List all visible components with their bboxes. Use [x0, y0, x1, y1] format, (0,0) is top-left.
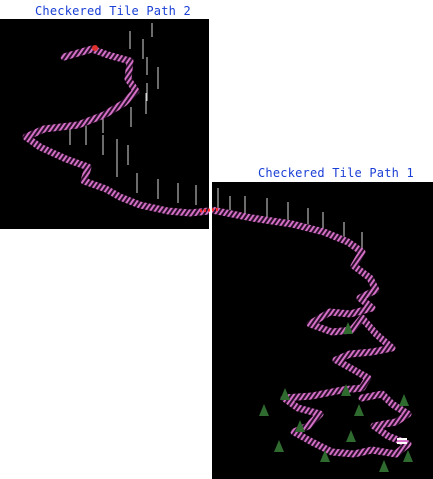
- pine-tree-icon: [343, 322, 353, 334]
- checkered-path-1: [212, 206, 412, 458]
- vehicle-icon: [397, 438, 407, 444]
- pine-tree-icon: [295, 420, 305, 432]
- pine-tree-icon: [341, 384, 351, 396]
- scene-path-2: [22, 23, 209, 217]
- scene-path-1: [212, 188, 413, 472]
- pine-tree-icon: [280, 388, 290, 400]
- pine-tree-icon: [274, 440, 284, 452]
- checkered-path-2: [22, 45, 209, 217]
- pine-tree-icon: [320, 450, 330, 462]
- pine-tree-icon: [346, 430, 356, 442]
- game-view-path-1[interactable]: [212, 182, 433, 479]
- panel-title-path-2: Checkered Tile Path 2: [35, 4, 191, 18]
- lamp-posts: [69, 23, 197, 205]
- panel-title-path-1: Checkered Tile Path 1: [258, 166, 414, 180]
- pine-tree-icon: [259, 404, 269, 416]
- pine-tree-icon: [399, 394, 409, 406]
- pine-tree-icon: [403, 450, 413, 462]
- pine-trees: [259, 322, 413, 472]
- pine-tree-icon: [379, 460, 389, 472]
- game-view-path-2[interactable]: [0, 19, 209, 229]
- pine-tree-icon: [354, 404, 364, 416]
- red-marker-icon: [92, 45, 98, 51]
